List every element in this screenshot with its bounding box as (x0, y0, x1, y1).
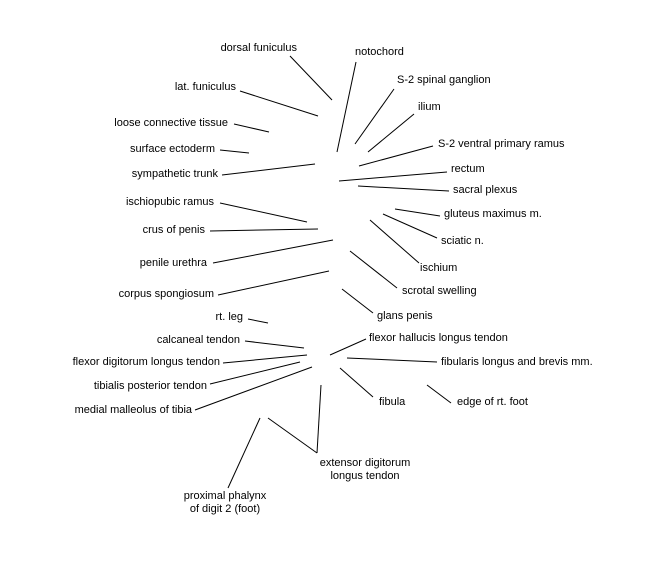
label-dorsal-funiculus: dorsal funiculus (220, 42, 297, 54)
label-calcaneal-tendon: calcaneal tendon (156, 334, 240, 346)
label-ischium: ischium (420, 262, 458, 274)
label-extensor-digitorum-line2: longus tendon (330, 470, 400, 482)
leader-rt-leg (247, 318, 269, 324)
leader-sympathetic-trunk (221, 163, 316, 176)
label-rt-leg: rt. leg (215, 311, 243, 323)
label-crus-of-penis: crus of penis (142, 224, 205, 236)
leader-penile-urethra (212, 239, 334, 264)
leader-gluteus-maximus (394, 208, 441, 217)
label-penile-urethra: penile urethra (139, 257, 207, 269)
label-corpus-spongiosum: corpus spongiosum (118, 288, 214, 300)
label-tibialis-posterior-tendon: tibialis posterior tendon (93, 380, 207, 392)
label-proximal-phalynx-line2: of digit 2 (foot) (189, 503, 261, 515)
label-extensor-digitorum-line1: extensor digitorum (319, 457, 411, 469)
label-glans-penis: glans penis (377, 310, 433, 322)
label-s2-spinal-ganglion: S-2 spinal ganglion (397, 74, 491, 86)
leader-fibula (339, 367, 374, 398)
label-sympathetic-trunk: sympathetic trunk (131, 168, 218, 180)
label-medial-malleolus-of-tibia: medial malleolus of tibia (74, 404, 192, 416)
label-fibularis-longus-and-brevis: fibularis longus and brevis mm. (441, 356, 593, 368)
leader-ischiopubic-ramus (219, 202, 308, 223)
label-lat-funiculus: lat. funiculus (174, 81, 236, 93)
leader-s2-ventral-primary-ramus (358, 145, 434, 167)
label-s2-ventral-primary-ramus: S-2 ventral primary ramus (438, 138, 565, 150)
leader-lat-funiculus (239, 90, 319, 117)
leader-corpus-spongiosum (217, 270, 330, 296)
label-ilium: ilium (418, 101, 441, 113)
leader-sciatic-n (382, 213, 438, 239)
label-edge-of-rt-foot: edge of rt. foot (457, 396, 528, 408)
label-proximal-phalynx: proximal phalynx of digit 2 (foot) (165, 490, 285, 516)
leader-extensor-digitorum-b (267, 417, 318, 454)
label-sacral-plexus: sacral plexus (453, 184, 518, 196)
label-gluteus-maximus: gluteus maximus m. (444, 208, 542, 220)
label-fibula: fibula (379, 396, 406, 408)
leader-notochord (336, 61, 357, 153)
label-notochord: notochord (355, 46, 404, 58)
leader-calcaneal-tendon (244, 340, 305, 349)
leader-fibularis-longus-brevis (346, 357, 438, 363)
label-surface-ectoderm: surface ectoderm (130, 143, 215, 155)
leader-edge-of-rt-foot (426, 384, 452, 404)
label-sciatic-n: sciatic n. (441, 235, 484, 247)
leader-ilium (367, 113, 415, 153)
label-loose-connective-tissue: loose connective tissue (114, 117, 228, 129)
leader-flexor-digitorum-longus (222, 354, 308, 364)
label-flexor-hallucis-longus-tendon: flexor hallucis longus tendon (369, 332, 508, 344)
leader-surface-ectoderm (219, 149, 250, 154)
label-scrotal-swelling: scrotal swelling (402, 285, 477, 297)
leader-s2-spinal-ganglion (354, 88, 395, 145)
leader-tibialis-posterior (209, 361, 301, 385)
leader-proximal-phalynx (227, 417, 261, 489)
leader-medial-malleolus (194, 366, 313, 411)
leader-sacral-plexus (357, 185, 450, 192)
leader-loose-connective-tissue (233, 123, 270, 133)
leader-dorsal-funiculus (289, 55, 333, 101)
label-rectum: rectum (451, 163, 485, 175)
label-ischiopubic-ramus: ischiopubic ramus (125, 196, 214, 208)
leader-rectum (338, 171, 448, 182)
leader-crus-of-penis (209, 228, 319, 232)
label-proximal-phalynx-line1: proximal phalynx (183, 490, 267, 502)
leader-extensor-digitorum-a (316, 384, 322, 454)
leader-glans-penis (341, 288, 374, 314)
leader-ischium (369, 219, 420, 264)
leader-flexor-hallucis-longus (329, 338, 367, 356)
label-extensor-digitorum-longus-tendon: extensor digitorum longus tendon (300, 457, 430, 483)
label-flexor-digitorum-longus-tendon: flexor digitorum longus tendon (72, 356, 220, 368)
leader-scrotal-swelling (349, 250, 398, 289)
